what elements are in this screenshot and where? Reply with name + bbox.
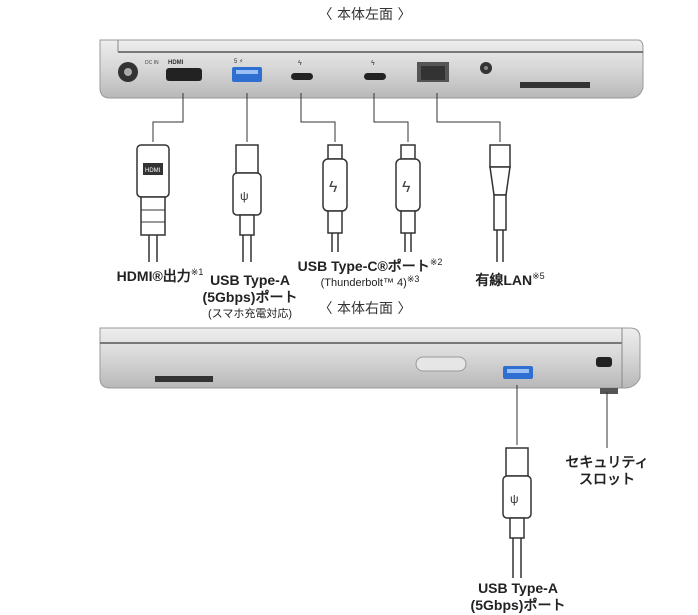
- label-usb-a-right: USB Type-A (5Gbps)ポート: [470, 580, 566, 613]
- label-usb-a: USB Type-A (5Gbps)ポート (スマホ充電対応): [202, 272, 298, 320]
- laptop-right-side: [99, 327, 641, 394]
- label-lan: 有線LAN※5: [475, 271, 545, 288]
- security-slot: [596, 357, 612, 367]
- laptop-left-side: DC IN HDMI 5 ⚡ ϟ ϟ: [99, 39, 644, 99]
- usb-a-port: [232, 67, 262, 82]
- usb-a-cable: ψ: [232, 144, 262, 262]
- power-button: [415, 356, 467, 372]
- svg-text:5 ⚡: 5 ⚡: [234, 58, 243, 65]
- usb-a-cable-right: ψ: [502, 447, 532, 578]
- dc-in-text: DC IN: [145, 60, 159, 66]
- svg-text:HDMI: HDMI: [145, 168, 161, 174]
- svg-text:ϟ: ϟ: [329, 179, 338, 196]
- vent: [520, 82, 590, 88]
- svg-text:ϟ: ϟ: [402, 179, 411, 196]
- right-side-title: 〈 本体右面 〉: [318, 301, 412, 317]
- usb-c-cable-2: ϟ: [395, 144, 421, 252]
- hdmi-text: HDMI: [168, 60, 184, 66]
- usb-c-port-2: [364, 73, 386, 80]
- svg-text:ψ: ψ: [510, 492, 519, 506]
- lan-cable: [489, 144, 511, 262]
- label-hdmi: HDMI®出力※1: [116, 267, 204, 284]
- label-security-slot: セキュリティ スロット: [565, 454, 649, 487]
- hdmi-cable: HDMI: [136, 144, 170, 262]
- hdmi-port: [166, 68, 202, 81]
- svg-text:ϟ: ϟ: [298, 60, 302, 67]
- vent-right: [155, 376, 213, 382]
- left-side-title: 〈 本体左面 〉: [318, 7, 412, 23]
- connector-lines-left: [152, 93, 501, 142]
- usb-c-cable-1: ϟ: [322, 144, 348, 252]
- svg-text:ϟ: ϟ: [371, 60, 375, 67]
- usb-c-port-1: [291, 73, 313, 80]
- label-usb-c: USB Type-C®ポート※2 (Thunderbolt™ 4)※3: [297, 257, 443, 289]
- svg-text:ψ: ψ: [240, 189, 249, 203]
